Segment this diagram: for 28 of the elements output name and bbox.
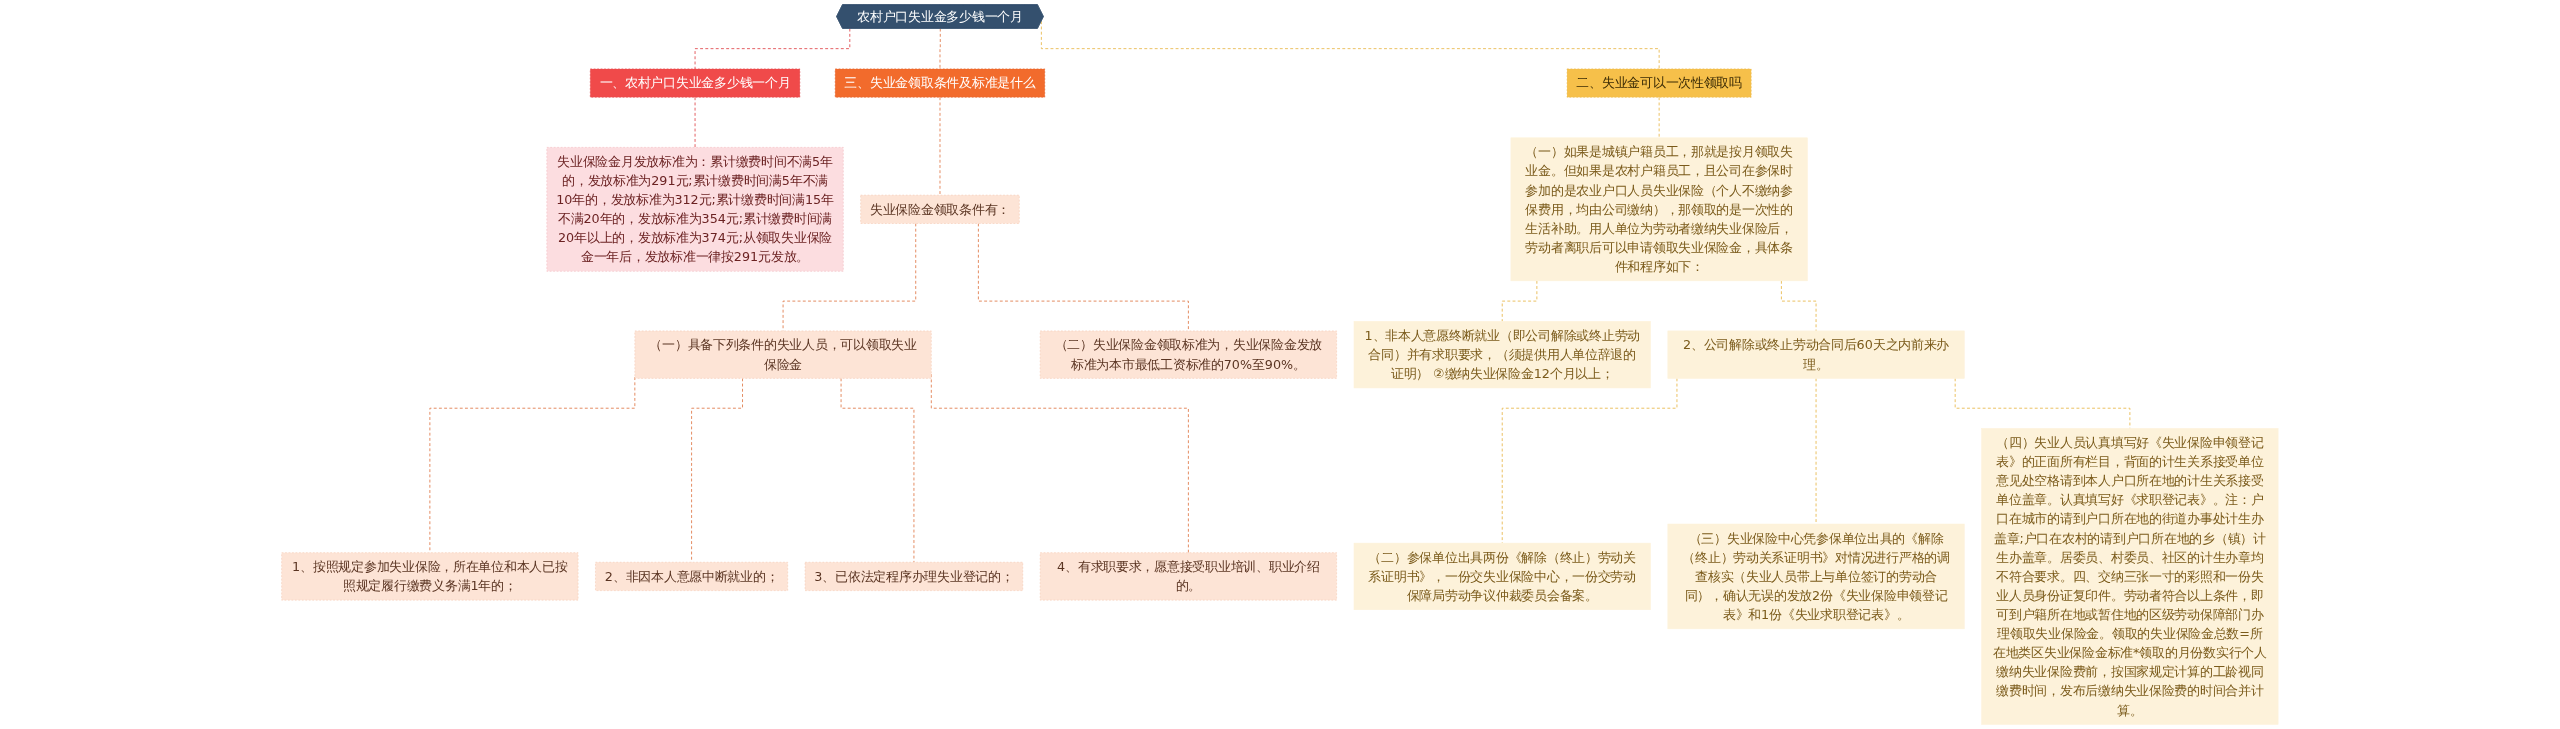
node-box: （一）具备下列条件的失业人员，可以领取失业保险金 — [634, 330, 932, 379]
connector — [694, 28, 851, 70]
node-box: 3、已依法定程序办理失业登记的； — [804, 561, 1024, 591]
node-box: 2、非因本人意愿中断就业的； — [595, 561, 789, 591]
connector — [694, 96, 696, 148]
node-box: （四）失业人员认真填写好《失业保险申领登记表》的正面所有栏目，背面的计生关系接受单位意见处空格请到本人户口所在地的计生关系接受单位盖章。认真填写好《求职登记表》。注：户口在城市的请到户口所在地的街道办事处计生办盖章;户口在农村的请到户口所在地的乡（镇）计生办盖章。居委员、村委员、社区的计生办章均不符合要求。四、交纳三张一寸的彩照和一份失业人员身份证复印件。劳动者符合以上条件，即可到户籍所在地或暂住地的区级劳动保障部门办理领取失业保险金。领取的失业保险金总数=所在地类区失业保险金标准*领取的月份数实行个人缴纳失业保险费前，按国家规定计算的工龄视同缴费时间，发布后缴纳失业保险费的时间合并计算。 — [1981, 428, 2279, 725]
node-box: （一）如果是城镇户籍员工，那就是按月领取失业金。但如果是农村户籍员工，且公司在参保时参加的是农业户口人员失业保险（个人不缴纳参保费用，均由公司缴纳），那领取的是一次性的生活补助。用人单位为劳动者缴纳失业保险后，劳动者离职后可以申请领取失业保险金，具体条件和程序如下： — [1510, 137, 1808, 282]
connector — [1501, 377, 1678, 544]
node-box: （三）失业保险中心凭参保单位出具的《解除（终止）劳动关系证明书》对情况进行严格的调查核实（失业人员带上与单位签订的劳动合同），确认无误的发放2份《失业保险申领登记表》和1份《失业求职登记表》。 — [1667, 523, 1965, 630]
connector — [978, 223, 1189, 332]
node-box: 一、农村户口失业金多少钱一个月 — [590, 68, 801, 98]
node-box: 二、失业金可以一次性领取吗 — [1566, 68, 1752, 98]
connector — [1501, 280, 1538, 322]
node-box: 三、失业金领取条件及标准是什么 — [835, 68, 1046, 98]
node-box: 失业保险金月发放标准为：累计缴费时间不满5年的，发放标准为291元;累计缴费时间满5年不满10年的，发放标准为312元;累计缴费时间满15年不满20年的，发放标准为354元;累计缴费时间满20年以上的，发放标准为374元;从领取失业保险金一年后，发放标准一律按291元发放。 — [546, 147, 844, 272]
connector — [1658, 96, 1660, 139]
node-box: （二）参保单位出具两份《解除（终止）劳动关系证明书》，一份交失业保险中心，一份交劳动保障局劳动争议仲裁委员会备案。 — [1353, 542, 1651, 610]
node-box: （二）失业保险金领取标准为，失业保险金发放标准为本市最低工资标准的70%至90%。 — [1040, 330, 1338, 379]
connector — [939, 28, 941, 70]
node-box: 2、公司解除或终止劳动合同后60天之内前来办理。 — [1667, 330, 1965, 379]
connector — [782, 223, 917, 332]
connector — [840, 377, 915, 563]
node-box: 1、按照规定参加失业保险，所在单位和本人已按照规定履行缴费义务满1年的； — [281, 552, 579, 601]
connector — [691, 377, 744, 563]
node-box: 1、非本人意愿终断就业（即公司解除或终止劳动合同）并有求职要求，（须提供用人单位辞退的证明） ②缴纳失业保险金12个月以上； — [1353, 321, 1651, 389]
node-box: 失业保险金领取条件有： — [860, 194, 1020, 224]
node-box: 4、有求职要求，愿意接受职业培训、职业介绍的。 — [1040, 552, 1338, 601]
connector — [429, 376, 636, 554]
